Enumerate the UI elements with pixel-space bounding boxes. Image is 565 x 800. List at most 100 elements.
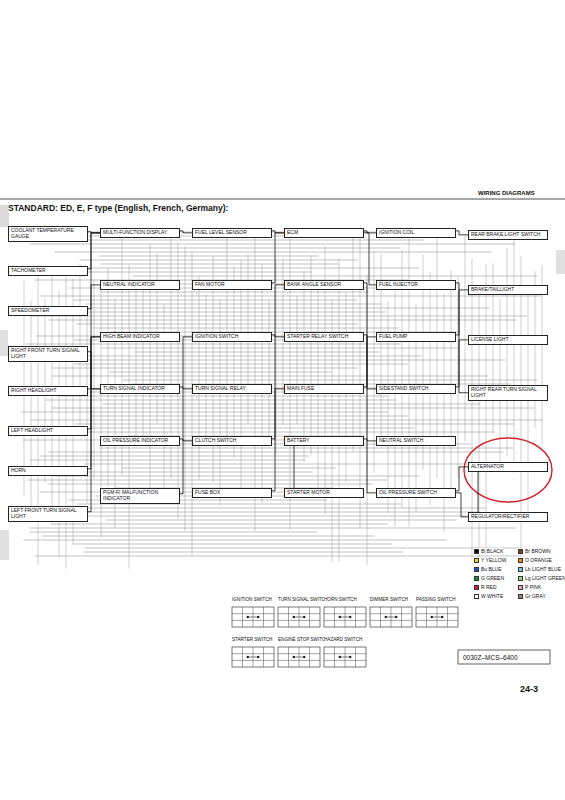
wire [30,316,527,317]
legend-text: R RED [481,584,497,590]
legend-swatch [474,585,479,590]
legend-entry: Gr GRAY [518,593,546,599]
wire [40,296,541,297]
wire [101,292,369,293]
contact-link [386,617,397,618]
grid-line [242,647,243,667]
header-rule [0,199,565,200]
component-label: CLUTCH SWITCH [195,438,269,444]
wire [86,304,381,305]
component-label: REAR BRAKE LIGHT SWITCH [471,232,545,238]
contact-link [248,617,259,618]
wire [52,376,487,377]
grid-line [278,613,320,614]
wire-connector [180,231,192,233]
grid-line [278,620,320,621]
component-label: FUEL INJECTOR [379,282,453,288]
page-label: 24-3 [520,684,538,694]
wire [102,348,459,349]
legend-entry: Y YELLOW [474,557,506,563]
wire [30,460,305,461]
component-label: IGNITION COIL [379,230,453,236]
wire [83,552,403,553]
component-label: ALTERNATOR [471,464,545,470]
grid-line [288,647,289,667]
wire-connector [364,335,376,441]
wire [34,556,520,557]
wire [29,244,515,245]
component-box: FUSE BOX [192,488,272,498]
wire [199,276,200,479]
component-box: NEUTRAL SWITCH [376,436,456,446]
wire-connector [456,290,468,335]
wire [29,528,516,529]
component-box: LICENSE LIGHT [468,335,548,345]
legend-entry: Bu BLUE [474,566,502,572]
wire [133,276,538,277]
legend-entry: R RED [474,584,497,590]
legend-text: Bl BLACK [481,548,503,554]
wire [73,360,506,361]
component-label: NEUTRAL INDICATOR [103,282,177,288]
wire-connector [272,335,284,337]
switch-grid [370,607,412,627]
wire-connector [456,493,468,517]
wire [90,428,414,429]
component-label: OIL PRESSURE SWITCH [379,490,453,496]
wire [91,248,401,249]
component-box: PGM-FI MALFUNCTION INDICATOR [100,488,180,504]
scan-smudge [0,330,8,356]
wire-connector [88,389,100,512]
wire [135,352,380,353]
red-circle [464,438,552,502]
wire-connector [456,283,468,393]
component-box: HORN [8,466,88,476]
switch-name: HORN SWITCH [324,597,357,602]
wire [54,252,491,253]
wire [31,420,543,421]
component-box: ECM [284,228,364,238]
component-box: HIGH BEAM INDICATOR [100,332,180,342]
component-box: BATTERY [284,436,364,446]
grid-line [355,607,356,627]
wire [507,248,508,457]
wire [108,268,109,486]
contact-link [294,617,305,618]
component-label: LICENSE LIGHT [471,337,545,343]
contact-link [340,617,351,618]
grid-line [334,607,335,627]
wire [24,540,448,541]
wire-connector [364,233,376,285]
wire [465,235,466,441]
component-box: OIL PRESSURE INDICATOR [100,436,180,446]
wire-connector [364,337,376,387]
wire [73,240,424,241]
wire [73,544,393,545]
legend-entry: Bl BLACK [474,548,503,554]
switch-grid [232,647,274,667]
wire-connector [272,233,284,283]
component-box: TURN SIGNAL RELAY [192,384,272,394]
wire [52,408,534,409]
component-box: NEUTRAL INDICATOR [100,280,180,290]
component-box: LEFT HEADLIGHT [8,426,88,436]
component-box: MULTI-FUNCTION DISPLAY [100,228,180,238]
switch-name: STARTER SWITCH [232,637,272,642]
legend-entry: O ORANGE [518,557,552,563]
legend-swatch [518,558,523,563]
contact-link [340,657,351,658]
wire [52,368,358,369]
wire [304,271,305,462]
legend-swatch [474,558,479,563]
component-box: SIDESTAND SWITCH [376,384,456,394]
wire [38,308,489,309]
wire [26,344,401,345]
contact-link [432,617,443,618]
switch-name: ENGINE STOP SWITCH [278,637,329,642]
wire-connector [88,337,100,429]
wire-connector [364,439,376,493]
wire [40,456,309,457]
component-label: LEFT HEADLIGHT [11,428,85,434]
component-box: STARTER MOTOR [284,488,364,498]
grid-line [263,607,264,627]
